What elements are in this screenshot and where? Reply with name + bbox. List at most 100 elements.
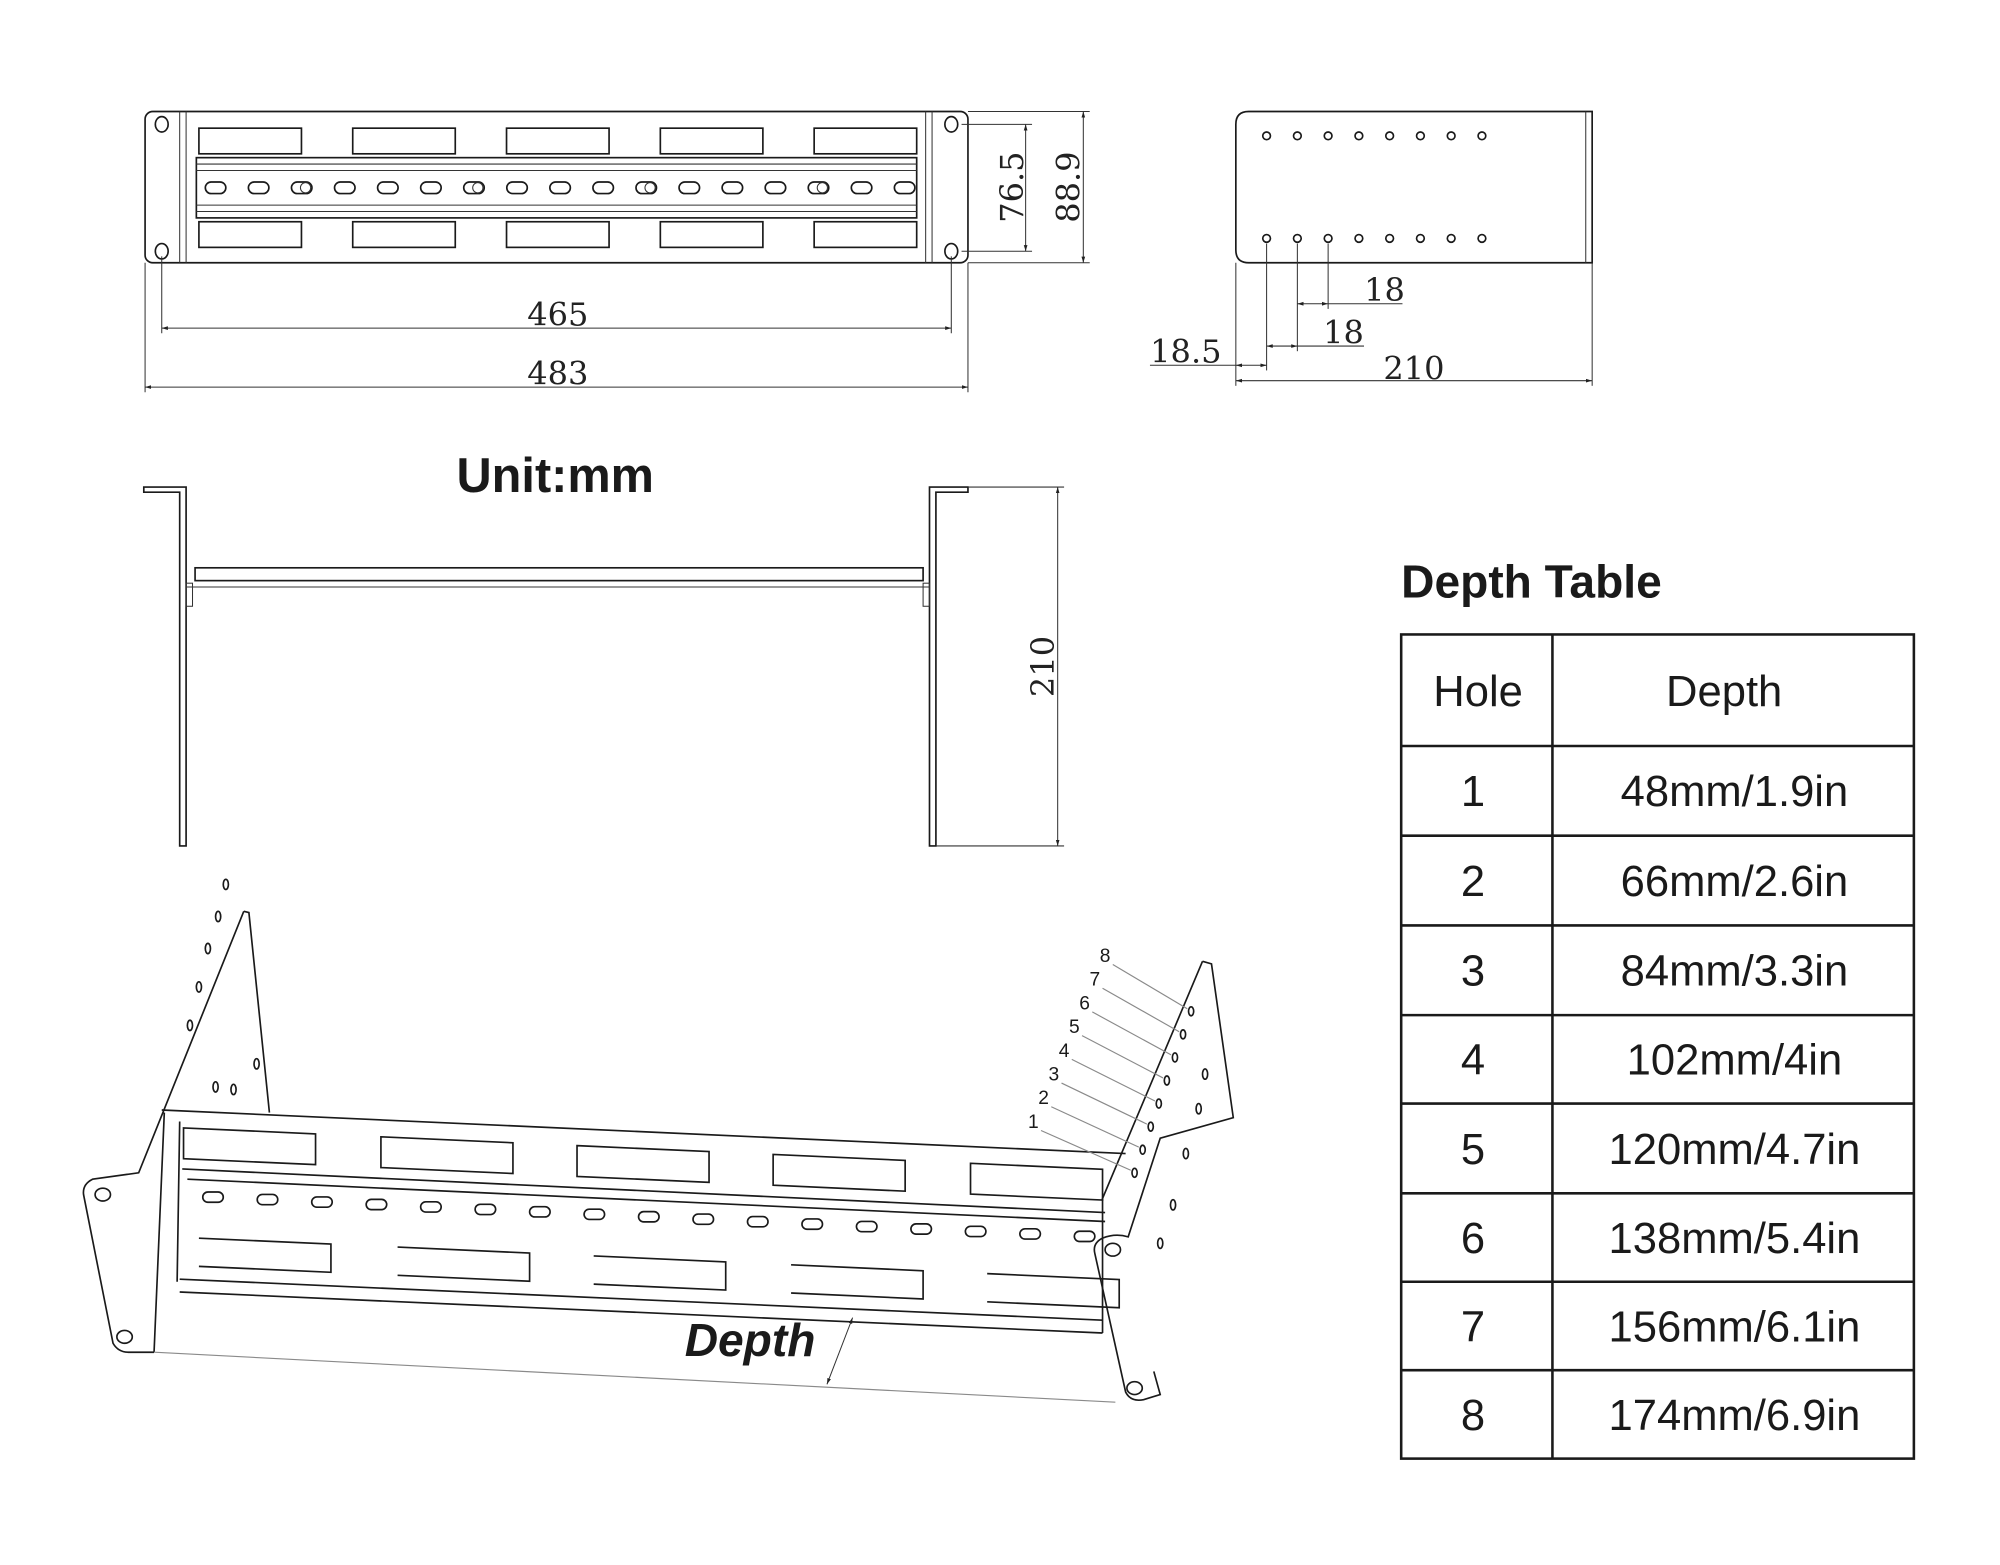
- rail-slot: [247, 181, 270, 195]
- table-cell-hole: 5: [1461, 1126, 1485, 1174]
- table-cell-hole: 6: [1461, 1215, 1485, 1263]
- side-hole: [1182, 1147, 1190, 1160]
- rail-slot: [419, 1200, 442, 1213]
- rail-slot: [893, 181, 916, 195]
- rail-slot: [419, 181, 442, 195]
- hole-label: 2: [1038, 1088, 1049, 1109]
- header-depth: Depth: [1666, 668, 1782, 716]
- dim-483: 483: [527, 355, 588, 393]
- rail-slot: [592, 181, 615, 195]
- ear-hole: [1104, 1242, 1122, 1257]
- depth-hole: [1354, 233, 1364, 244]
- dim-88-9: 88.9: [1049, 151, 1087, 222]
- cutout-window: [505, 220, 610, 249]
- cutout-window: [813, 220, 918, 249]
- rail-slot: [801, 1218, 824, 1231]
- cutout-window: [351, 127, 457, 155]
- depth-hole: [1323, 131, 1333, 141]
- side-hole: [1156, 1237, 1164, 1250]
- front-panel-outline: [144, 110, 969, 264]
- table-cell-depth: 156mm/6.1in: [1609, 1303, 1861, 1351]
- depth-hole: [1292, 131, 1303, 141]
- rail-screw: [472, 182, 484, 194]
- dim-18-a: 18: [1364, 271, 1405, 309]
- rail-slot: [376, 181, 399, 195]
- mounting-hole: [944, 115, 959, 133]
- hole-leader-line: [1092, 1011, 1172, 1056]
- left-side-plate: [243, 910, 271, 1113]
- hole-label: 8: [1100, 946, 1111, 967]
- table-cell-hole: 3: [1461, 948, 1485, 996]
- cutout-window: [987, 1272, 1121, 1309]
- side-hole: [212, 1080, 219, 1093]
- rail-slot: [201, 1191, 225, 1204]
- rail-slot: [635, 181, 658, 195]
- side-hole: [222, 878, 230, 891]
- hole-label: 6: [1079, 993, 1090, 1014]
- rail-slot: [1019, 1227, 1042, 1240]
- dim-210-side: 210: [1383, 349, 1444, 387]
- ear-hole: [94, 1187, 112, 1202]
- right-bracket: [928, 486, 969, 847]
- side-view: 18 18 18.5 210: [1149, 110, 1593, 387]
- rail-slot: [721, 181, 744, 195]
- side-hole: [253, 1057, 260, 1070]
- rail-slot: [256, 1193, 279, 1206]
- cutout-window: [813, 127, 918, 155]
- cutout-window: [659, 220, 764, 249]
- dim-18-b: 18: [1323, 314, 1364, 352]
- rail-slot: [850, 181, 873, 195]
- rail-slot: [807, 181, 830, 195]
- unit-label: Unit:mm: [457, 449, 654, 503]
- side-hole: [195, 980, 203, 993]
- dim-18-5: 18.5: [1150, 333, 1221, 371]
- depth-hole: [1415, 131, 1426, 141]
- cutout-window: [659, 127, 764, 155]
- rail-slot: [637, 1210, 660, 1223]
- depth-hole: [1147, 1121, 1155, 1132]
- rail-slot: [310, 1196, 334, 1209]
- front-view: 76.5 88.9 465 483: [144, 110, 1090, 393]
- cutout-window: [198, 127, 303, 155]
- hole-leader-line: [1051, 1106, 1140, 1148]
- side-hole: [204, 942, 212, 955]
- cutout-window: [397, 1246, 531, 1283]
- din-rail: [195, 156, 918, 219]
- cutout-window: [198, 1237, 332, 1274]
- rail-slot: [910, 1223, 933, 1235]
- hole-leader-line: [1061, 1082, 1148, 1125]
- hole-label: 5: [1069, 1017, 1080, 1038]
- table-cell-hole: 8: [1461, 1392, 1485, 1440]
- table-cell-hole: 4: [1461, 1037, 1485, 1085]
- rail-slot: [462, 181, 486, 195]
- rail-slot: [549, 181, 572, 195]
- side-hole: [1195, 1102, 1203, 1115]
- depth-table-title: Depth Table: [1401, 555, 1662, 607]
- rail-slot: [583, 1208, 606, 1221]
- table-cell-depth: 66mm/2.6in: [1621, 858, 1849, 906]
- hole-label: 3: [1048, 1065, 1059, 1086]
- depth-hole: [1179, 1029, 1187, 1040]
- side-hole: [186, 1019, 194, 1032]
- rail-slot: [333, 181, 356, 195]
- depth-hole: [1261, 233, 1272, 244]
- dim-465: 465: [527, 296, 588, 334]
- rail-slot: [746, 1215, 769, 1228]
- depth-hole: [1292, 233, 1303, 244]
- dim-76-5: 76.5: [993, 151, 1031, 222]
- depth-hole: [1446, 233, 1456, 244]
- rail-slot: [1073, 1230, 1096, 1243]
- rail-slot: [528, 1205, 551, 1218]
- side-hole: [1201, 1068, 1209, 1081]
- table-cell-hole: 2: [1461, 858, 1485, 906]
- depth-hole: [1354, 131, 1364, 141]
- depth-hole: [1155, 1098, 1163, 1109]
- hole-leader-line: [1102, 987, 1180, 1033]
- depth-label: Depth: [685, 1314, 816, 1366]
- rail-slot: [474, 1203, 497, 1216]
- left-bracket: [142, 486, 187, 847]
- table-cell-hole: 7: [1461, 1303, 1485, 1351]
